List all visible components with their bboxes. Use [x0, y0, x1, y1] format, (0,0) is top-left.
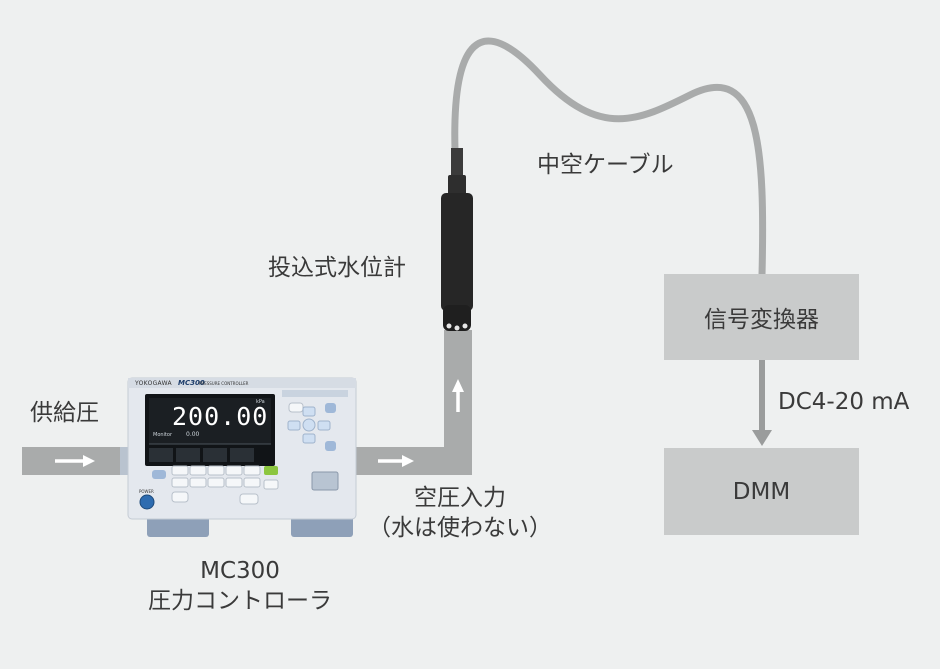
controller-name-label: 圧力コントローラ: [148, 588, 332, 614]
supply-pressure-label: 供給圧: [30, 400, 99, 426]
flow-arrow-up: [452, 379, 464, 412]
air-input-label: 空圧入力 （水は使わない）: [360, 483, 560, 543]
air-input-line2: （水は使わない）: [368, 515, 552, 541]
controller-label: MC300 圧力コントローラ: [140, 556, 340, 616]
hollow-cable-label: 中空ケーブル: [537, 152, 674, 178]
signal-arrow: [752, 430, 772, 446]
signal-converter-box: 信号変換器: [664, 274, 859, 360]
submersible-gauge-label: 投込式水位計: [268, 255, 406, 281]
flow-arrow-output: [378, 455, 414, 467]
dmm-box: DMM: [664, 448, 859, 535]
air-input-line1: 空圧入力: [414, 485, 506, 511]
device-subtitle: PRESSURE CONTROLLER: [199, 381, 249, 386]
flow-arrow-supply: [55, 455, 95, 467]
hollow-cable: [451, 37, 767, 279]
device-monitor-label: Monitor: [153, 432, 173, 438]
submersible-level-gauge: [441, 148, 473, 331]
device-display-unit: kPa: [256, 399, 265, 405]
device-monitor-value: 0.00: [186, 431, 200, 438]
device-display-value: 200.00: [172, 402, 269, 431]
signal-output-label: DC4-20 mA: [778, 389, 910, 415]
device-model: MC300: [178, 379, 205, 387]
controller-model-label: MC300: [200, 558, 280, 584]
mc300-controller: [120, 377, 357, 537]
device-brand: YOKOGAWA: [135, 380, 172, 387]
device-power-label: POWER: [139, 489, 154, 494]
